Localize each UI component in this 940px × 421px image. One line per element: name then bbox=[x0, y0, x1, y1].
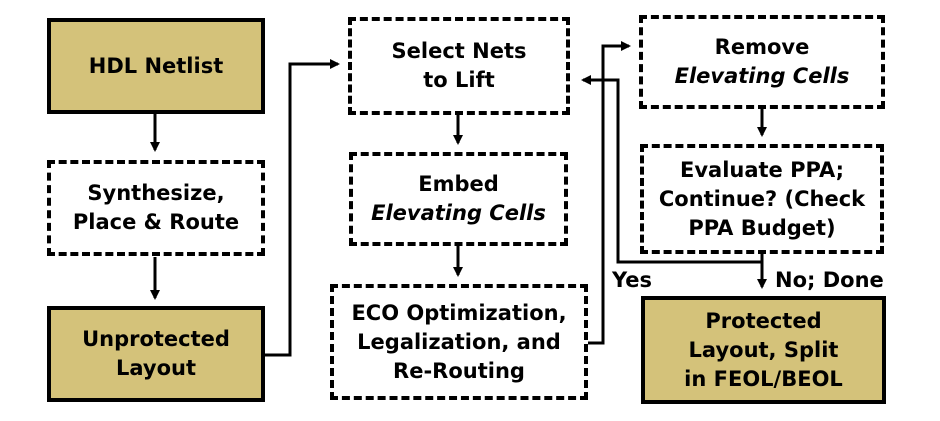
embed-elevating-cells-box: Embed Elevating Cells bbox=[349, 152, 568, 246]
node-label-line: Legalization, and bbox=[357, 329, 561, 354]
node-label-line: Re-Routing bbox=[393, 358, 525, 383]
node-label-line: Select Nets bbox=[391, 39, 527, 63]
node-label-line: Synthesize, bbox=[87, 181, 225, 205]
node-label-line: Layout, Split bbox=[688, 337, 839, 362]
node-label-line: ECO Optimization, bbox=[351, 300, 567, 325]
node-label-line: Place & Route bbox=[72, 210, 240, 234]
node-label-line: Elevating Cells bbox=[674, 64, 850, 88]
node-label-line: Protected bbox=[705, 308, 822, 333]
arrow-unprotected-to-select bbox=[265, 59, 340, 357]
protected-layout-box: Protected Layout, Split in FEOL/BEOL bbox=[641, 296, 886, 404]
node-label-line: Remove bbox=[714, 35, 810, 59]
hdl-netlist-box: HDL Netlist bbox=[47, 18, 265, 114]
synthesize-place-route-box: Synthesize, Place & Route bbox=[47, 160, 265, 256]
arrow-eco-to-remove bbox=[588, 41, 631, 345]
edge-label-yes: Yes bbox=[612, 268, 653, 292]
remove-elevating-cells-box: Remove Elevating Cells bbox=[639, 15, 885, 109]
node-label-line: in FEOL/BEOL bbox=[684, 366, 843, 391]
node-label-line: Evaluate PPA; bbox=[679, 157, 844, 182]
select-nets-box: Select Nets to Lift bbox=[348, 17, 570, 115]
arrow-evaluate-yes-to-select bbox=[581, 75, 764, 264]
node-label-line: Embed bbox=[418, 172, 499, 196]
node-label-line: Unprotected bbox=[82, 327, 230, 351]
node-label-line: PPA Budget) bbox=[688, 215, 836, 240]
node-label-line: Continue? (Check bbox=[658, 186, 866, 211]
node-label-line: to Lift bbox=[423, 68, 495, 92]
node-label-line: Layout bbox=[115, 356, 196, 380]
edge-label-no-done: No; Done bbox=[775, 268, 884, 292]
unprotected-layout-box: Unprotected Layout bbox=[47, 306, 265, 402]
evaluate-ppa-box: Evaluate PPA; Continue? (Check PPA Budge… bbox=[640, 144, 884, 254]
eco-optimization-box: ECO Optimization, Legalization, and Re-R… bbox=[330, 284, 588, 400]
node-label-line: HDL Netlist bbox=[88, 53, 224, 78]
node-label-line: Elevating Cells bbox=[371, 201, 546, 225]
